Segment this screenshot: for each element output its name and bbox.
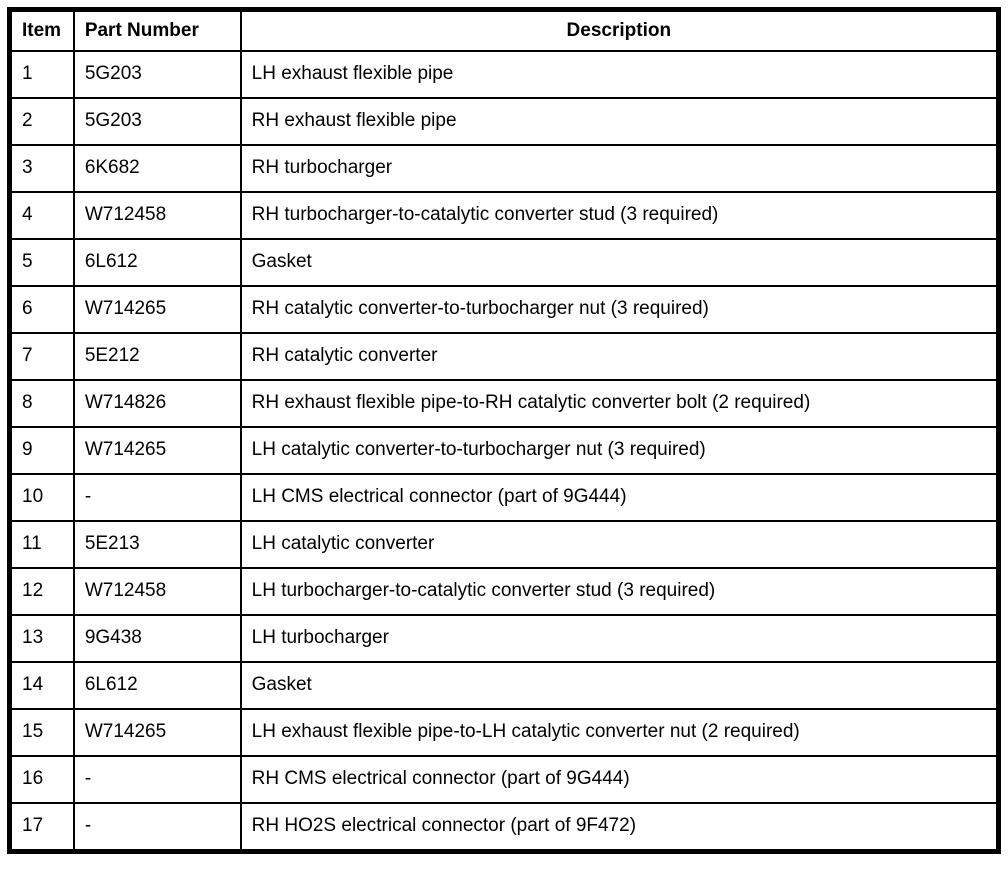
description-cell: Gasket bbox=[239, 661, 1000, 710]
item-cell: 8 bbox=[8, 379, 75, 428]
description-cell: LH exhaust flexible pipe bbox=[239, 50, 1000, 99]
description-cell: RH HO2S electrical connector (part of 9F… bbox=[239, 802, 1000, 853]
header-row: Item Part Number Description bbox=[8, 8, 1000, 52]
part-number-cell: 6L612 bbox=[72, 661, 242, 710]
parts-table-header: Item Part Number Description bbox=[8, 8, 1000, 52]
item-cell: 1 bbox=[8, 50, 75, 99]
part-number-cell: W712458 bbox=[72, 191, 242, 240]
part-number-cell: 5G203 bbox=[72, 50, 242, 99]
part-number-cell: W714265 bbox=[72, 708, 242, 757]
item-cell: 17 bbox=[8, 802, 75, 853]
description-cell: RH exhaust flexible pipe bbox=[239, 97, 1000, 146]
column-header-item: Item bbox=[8, 8, 75, 52]
item-cell: 6 bbox=[8, 285, 75, 334]
description-cell: LH exhaust flexible pipe-to-LH catalytic… bbox=[239, 708, 1000, 757]
item-cell: 12 bbox=[8, 567, 75, 616]
description-cell: RH catalytic converter-to-turbocharger n… bbox=[239, 285, 1000, 334]
item-cell: 15 bbox=[8, 708, 75, 757]
item-cell: 2 bbox=[8, 97, 75, 146]
item-cell: 7 bbox=[8, 332, 75, 381]
item-cell: 3 bbox=[8, 144, 75, 193]
item-cell: 11 bbox=[8, 520, 75, 569]
item-cell: 5 bbox=[8, 238, 75, 287]
description-cell: RH exhaust flexible pipe-to-RH catalytic… bbox=[239, 379, 1000, 428]
description-cell: RH turbocharger-to-catalytic converter s… bbox=[239, 191, 1000, 240]
description-cell: LH catalytic converter bbox=[239, 520, 1000, 569]
column-header-description: Description bbox=[239, 8, 1000, 52]
part-number-cell: 5G203 bbox=[72, 97, 242, 146]
description-cell: LH turbocharger bbox=[239, 614, 1000, 663]
item-cell: 4 bbox=[8, 191, 75, 240]
description-cell: LH turbocharger-to-catalytic converter s… bbox=[239, 567, 1000, 616]
item-cell: 13 bbox=[8, 614, 75, 663]
column-header-part-number: Part Number bbox=[72, 8, 242, 52]
part-number-cell: 6L612 bbox=[72, 238, 242, 287]
part-number-cell: 5E212 bbox=[72, 332, 242, 381]
item-cell: 14 bbox=[8, 661, 75, 710]
item-cell: 16 bbox=[8, 755, 75, 804]
item-cell: 10 bbox=[8, 473, 75, 522]
description-cell: RH catalytic converter bbox=[239, 332, 1000, 381]
part-number-cell: - bbox=[72, 473, 242, 522]
part-number-cell: W714265 bbox=[72, 285, 242, 334]
part-number-cell: 6K682 bbox=[72, 144, 242, 193]
part-number-cell: 9G438 bbox=[72, 614, 242, 663]
part-number-cell: 5E213 bbox=[72, 520, 242, 569]
part-number-cell: - bbox=[72, 802, 242, 853]
item-cell: 9 bbox=[8, 426, 75, 475]
table-row: 16-RH CMS electrical connector (part of … bbox=[8, 755, 1000, 804]
description-cell: Gasket bbox=[239, 238, 1000, 287]
part-number-cell: - bbox=[72, 755, 242, 804]
description-cell: LH catalytic converter-to-turbocharger n… bbox=[239, 426, 1000, 475]
part-number-cell: W714826 bbox=[72, 379, 242, 428]
table-row: 17-RH HO2S electrical connector (part of… bbox=[8, 802, 1000, 853]
description-cell: RH CMS electrical connector (part of 9G4… bbox=[239, 755, 1000, 804]
part-number-cell: W714265 bbox=[72, 426, 242, 475]
description-cell: LH CMS electrical connector (part of 9G4… bbox=[239, 473, 1000, 522]
table-row: 10-LH CMS electrical connector (part of … bbox=[8, 473, 1000, 522]
part-number-cell: W712458 bbox=[72, 567, 242, 616]
description-cell: RH turbocharger bbox=[239, 144, 1000, 193]
